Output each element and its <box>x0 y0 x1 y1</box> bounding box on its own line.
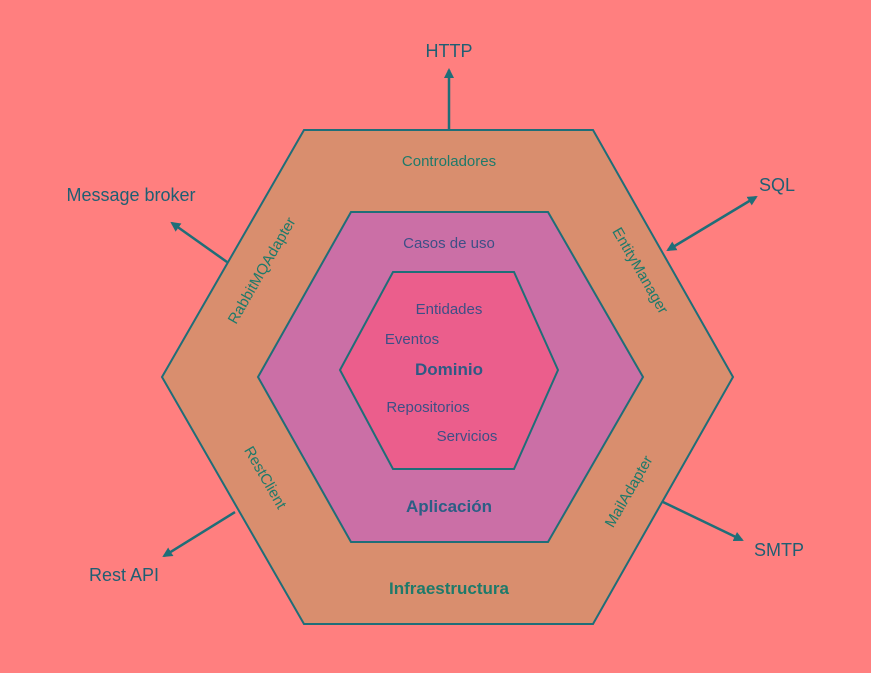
smtp-arrow <box>662 500 744 542</box>
sql-arrow <box>666 195 758 252</box>
infraestructura-title: Infraestructura <box>389 579 510 598</box>
sql-label: SQL <box>759 175 795 195</box>
smtp-label: SMTP <box>754 540 804 560</box>
servicios-label: Servicios <box>437 428 498 445</box>
rest-api-label: Rest API <box>89 565 159 585</box>
repositorios-label: Repositorios <box>386 399 469 416</box>
controladores-label: Controladores <box>402 153 496 170</box>
dominio-hexagon <box>338 271 560 470</box>
rest-api-arrow <box>162 510 236 558</box>
dominio-title: Dominio <box>415 360 483 379</box>
http-label: HTTP <box>426 41 473 61</box>
entidades-label: Entidades <box>416 301 483 318</box>
aplicacion-title: Aplicación <box>406 497 492 516</box>
casos-de-uso-label: Casos de uso <box>403 235 495 252</box>
message-broker-arrow <box>170 221 228 264</box>
eventos-label: Eventos <box>385 331 439 348</box>
message-broker-label: Message broker <box>66 185 195 205</box>
